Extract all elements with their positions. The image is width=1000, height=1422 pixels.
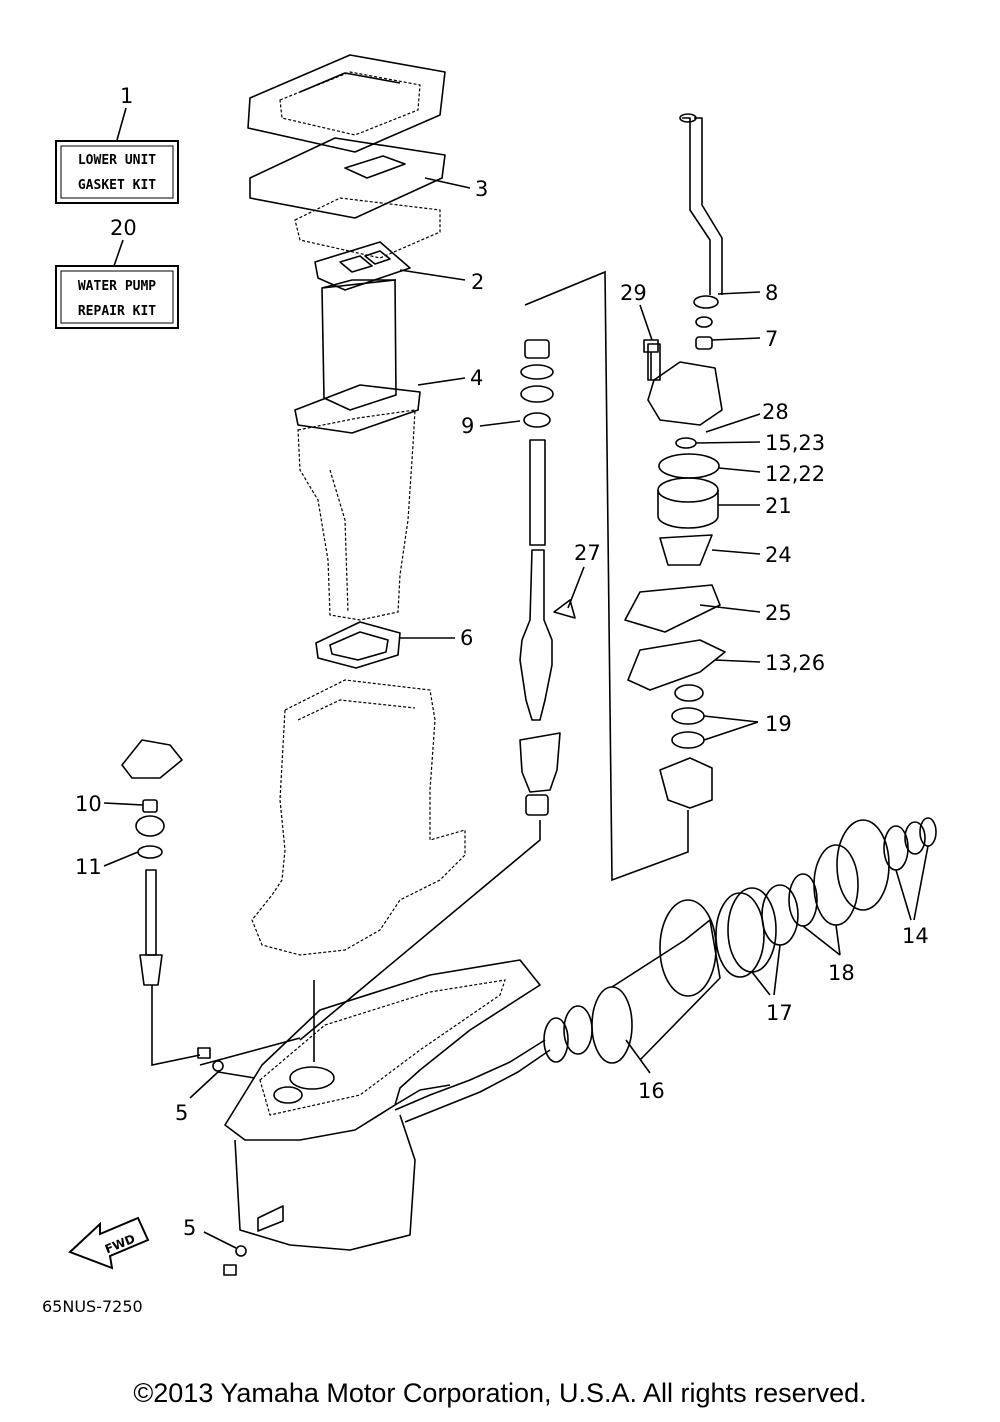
callout-21: 21 — [765, 494, 792, 518]
callout-7: 7 — [765, 327, 778, 351]
kit-20-line-1: WATER PUMP — [78, 279, 156, 294]
callout-29: 29 — [620, 281, 647, 305]
callout-6: 6 — [460, 626, 473, 650]
propeller-shaft — [394, 1039, 551, 1123]
kit-20-line-2: REPAIR KIT — [78, 304, 156, 319]
callout-3: 3 — [475, 177, 488, 201]
callout-1: 1 — [120, 84, 133, 108]
callout-2: 2 — [471, 270, 484, 294]
callout-13-26: 13,26 — [765, 651, 825, 675]
water-tube — [679, 113, 723, 295]
callout-25: 25 — [765, 601, 792, 625]
gasket-3 — [249, 137, 446, 219]
copyright-notice: ©2013 Yamaha Motor Corporation, U.S.A. A… — [133, 1378, 867, 1408]
fwd-arrow-icon: FWD — [68, 1216, 150, 1270]
callouts: 3 2 4 6 9 27 29 8 7 28 15,23 12,22 21 24… — [75, 177, 929, 1249]
callout-24: 24 — [765, 543, 792, 567]
kit-box-water-pump-repair: 20 WATER PUMP REPAIR KIT — [55, 216, 179, 329]
callout-27: 27 — [574, 541, 601, 565]
gearcase — [224, 959, 541, 1251]
drawing-code: 65NUS-7250 — [42, 1297, 143, 1316]
shift-rod-parts — [121, 739, 183, 986]
callout-11: 11 — [75, 855, 102, 879]
exhaust-manifold-plate — [247, 54, 446, 153]
washer-27 — [553, 599, 576, 619]
gasket-4 — [294, 384, 421, 434]
kit-1-line-2: GASKET KIT — [78, 178, 156, 193]
callout-15-23: 15,23 — [765, 431, 825, 455]
driveshaft-parts — [519, 339, 561, 816]
parts-diagram: 1 LOWER UNIT GASKET KIT 20 WATER PUMP RE… — [55, 54, 937, 1276]
exhaust-tube — [321, 279, 397, 411]
callout-5-lower: 5 — [183, 1216, 196, 1240]
adapter-plate — [294, 197, 441, 259]
assembly-lines — [151, 270, 689, 1066]
kit-box-lower-unit-gasket: 1 LOWER UNIT GASKET KIT — [55, 84, 179, 204]
callout-20: 20 — [110, 216, 137, 240]
callout-17: 17 — [766, 1001, 793, 1025]
kit-1-line-1: LOWER UNIT — [78, 153, 156, 168]
pump-bolt — [643, 339, 659, 380]
water-pump-parts — [624, 295, 726, 809]
lower-case-upper — [251, 679, 466, 956]
upper-casing — [297, 409, 416, 621]
callout-9: 9 — [461, 414, 474, 438]
callout-5-upper: 5 — [175, 1101, 188, 1125]
callout-14: 14 — [902, 924, 929, 948]
callout-28: 28 — [762, 400, 789, 424]
callout-16: 16 — [638, 1079, 665, 1103]
gasket-6 — [315, 621, 401, 669]
callout-10: 10 — [75, 792, 102, 816]
drain-screws — [197, 1047, 247, 1276]
callout-4: 4 — [470, 366, 483, 390]
callout-19: 19 — [765, 712, 792, 736]
callout-18: 18 — [828, 961, 855, 985]
callout-8: 8 — [765, 281, 778, 305]
callout-12-22: 12,22 — [765, 462, 825, 486]
propeller-hardware — [543, 817, 937, 1064]
gasket-2 — [314, 241, 411, 291]
